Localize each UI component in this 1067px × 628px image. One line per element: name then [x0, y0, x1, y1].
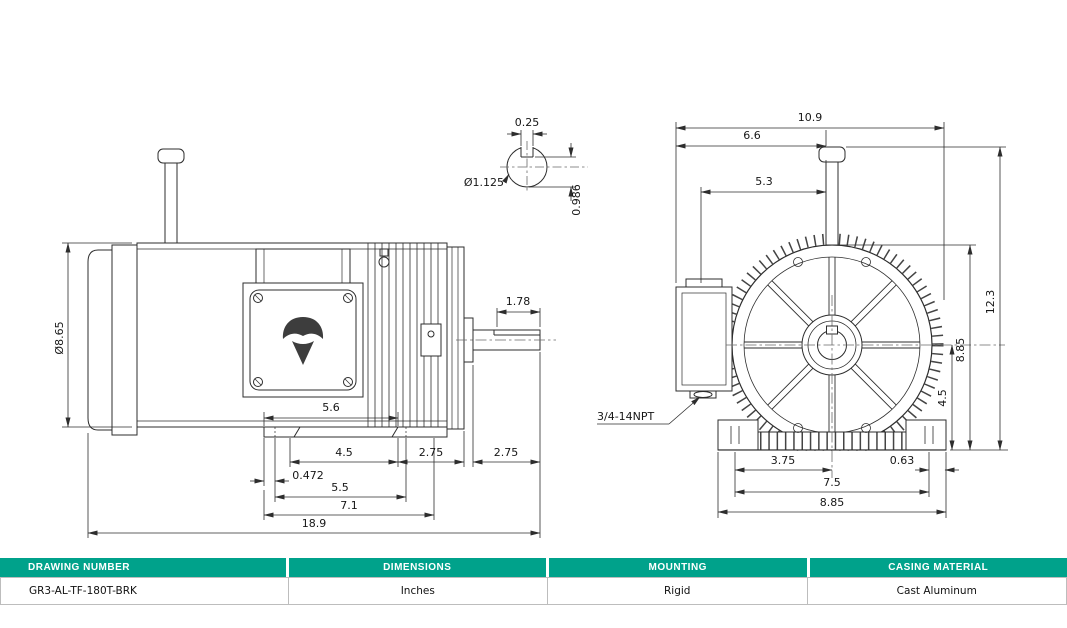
- spec-table: DRAWING NUMBER DIMENSIONS MOUNTING CASIN…: [0, 558, 1067, 605]
- table-cell-dimensions: Inches: [287, 577, 547, 605]
- dim-5-3: 5.3: [755, 175, 773, 188]
- dim-shaft-dia: Ø1.125: [464, 176, 504, 189]
- spec-table-value-row: GR3-AL-TF-180T-BRK Inches Rigid Cast Alu…: [0, 577, 1067, 605]
- technical-drawing: Ø8.65 0.25 Ø1.125 0.986 1.78 5.6 4.5 2.7…: [53, 111, 1010, 538]
- table-cell-casing-material: Cast Aluminum: [806, 577, 1067, 605]
- dim-0-472: 0.472: [292, 469, 324, 482]
- table-cell-mounting: Rigid: [547, 577, 807, 605]
- conduit-hole: [693, 391, 713, 398]
- label-conduit-npt: 3/4-14NPT: [597, 410, 655, 423]
- motor-front-view: [675, 146, 1010, 478]
- rear-endbell: [87, 249, 113, 431]
- dim-2-75-b: 2.75: [494, 446, 519, 459]
- dim-frame-dia: Ø8.65: [53, 321, 66, 354]
- terminal-box: [242, 282, 364, 398]
- dim-3-75: 3.75: [771, 454, 796, 467]
- front-endbell: [446, 246, 465, 430]
- dim-12-3: 12.3: [984, 290, 997, 315]
- dim-1-78: 1.78: [506, 295, 531, 308]
- table-header-casing-material: CASING MATERIAL: [809, 558, 1067, 577]
- dim-7-1: 7.1: [340, 499, 358, 512]
- table-header-mounting: MOUNTING: [549, 558, 810, 577]
- dim-keyway-width: 0.25: [515, 116, 540, 129]
- spec-table-header-row: DRAWING NUMBER DIMENSIONS MOUNTING CASIN…: [0, 558, 1067, 577]
- shaft-end-detail: [500, 141, 588, 193]
- dim-8-85-bottom: 8.85: [820, 496, 845, 509]
- dim-5-5: 5.5: [331, 481, 349, 494]
- fan-cover-ribs: [744, 257, 920, 433]
- dim-4-5-front: 4.5: [936, 389, 949, 407]
- cooling-fins: [367, 243, 439, 427]
- dim-18-9: 18.9: [302, 517, 327, 530]
- grease-cover: [420, 323, 442, 357]
- dim-7-5: 7.5: [823, 476, 841, 489]
- table-cell-drawing-number: GR3-AL-TF-180T-BRK: [0, 577, 288, 605]
- dim-10-9: 10.9: [798, 111, 823, 124]
- breather-plug: [378, 248, 390, 268]
- dimension-labels: Ø8.65 0.25 Ø1.125 0.986 1.78 5.6 4.5 2.7…: [53, 111, 997, 530]
- dim-keyway-height: 0.986: [570, 184, 583, 216]
- mounting-feet: [263, 426, 448, 438]
- side-view-dimensions: [62, 130, 576, 538]
- dim-4-5-side: 4.5: [335, 446, 353, 459]
- table-header-dimensions: DIMENSIONS: [288, 558, 549, 577]
- terminal-box-front: [675, 278, 733, 399]
- dim-5-6: 5.6: [322, 401, 340, 414]
- lifting-eyebolt-front: [818, 146, 846, 246]
- lifting-eyebolt: [157, 148, 185, 244]
- brand-logo: [282, 317, 324, 365]
- output-shaft: [463, 317, 541, 363]
- dim-2-75-a: 2.75: [419, 446, 444, 459]
- dim-8-85-right: 8.85: [954, 338, 967, 363]
- table-header-drawing-number: DRAWING NUMBER: [0, 558, 289, 577]
- motor-side-view: [87, 148, 556, 438]
- dim-6-6: 6.6: [743, 129, 761, 142]
- front-view-dimensions: [597, 122, 1008, 518]
- dim-0-63: 0.63: [890, 454, 915, 467]
